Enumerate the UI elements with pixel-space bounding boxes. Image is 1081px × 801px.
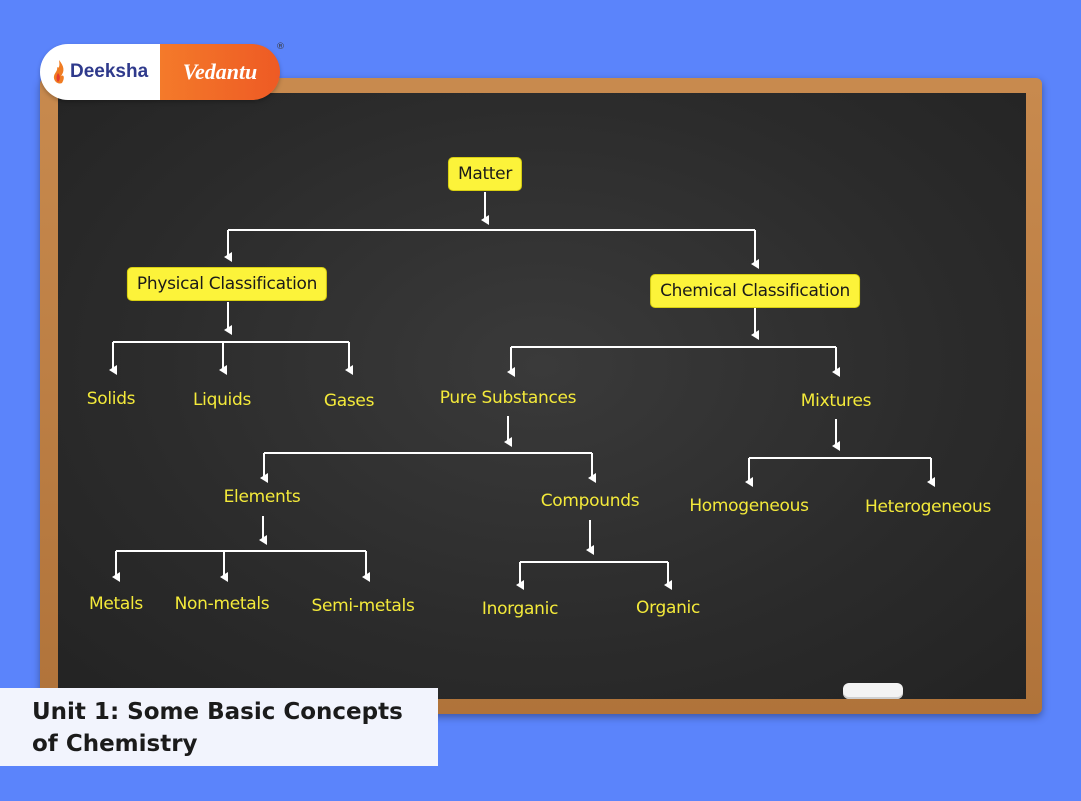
homogeneous-label: Homogeneous [689, 496, 809, 516]
chalkboard [58, 93, 1026, 699]
elements-label: Elements [223, 487, 301, 507]
inorganic-label: Inorganic [481, 599, 559, 619]
caption-line-2: of Chemistry [32, 731, 198, 757]
heterogeneous-label: Heterogeneous [865, 497, 991, 517]
vedantu-logo: Vedantu [160, 44, 280, 100]
metals-label: Metals [89, 594, 143, 614]
brand-logo: Deeksha Vedantu [40, 44, 280, 100]
compounds-label: Compounds [540, 491, 640, 511]
caption-line-1: Unit 1: Some Basic Concepts [32, 699, 403, 725]
deeksha-wordmark: Deeksha [70, 61, 149, 82]
chemical-classification-node: Chemical Classification [650, 274, 860, 308]
mixtures-label: Mixtures [800, 391, 872, 411]
chalk-piece [843, 683, 903, 699]
gases-label: Gases [323, 391, 375, 411]
non-metals-label: Non-metals [174, 594, 270, 614]
matter-node: Matter [447, 157, 523, 191]
unit-caption: Unit 1: Some Basic Concepts of Chemistry [0, 688, 438, 766]
registered-mark: ® [276, 42, 285, 52]
liquids-label: Liquids [192, 390, 252, 410]
flame-icon [53, 60, 64, 84]
pure-substances-label: Pure Substances [439, 388, 577, 408]
semi-metals-label: Semi-metals [311, 596, 415, 616]
organic-label: Organic [635, 598, 701, 618]
vedantu-wordmark: Vedantu [182, 59, 258, 84]
deeksha-logo: Deeksha [40, 44, 160, 100]
physical-classification-node: Physical Classification [126, 267, 328, 301]
solids-label: Solids [86, 389, 136, 409]
